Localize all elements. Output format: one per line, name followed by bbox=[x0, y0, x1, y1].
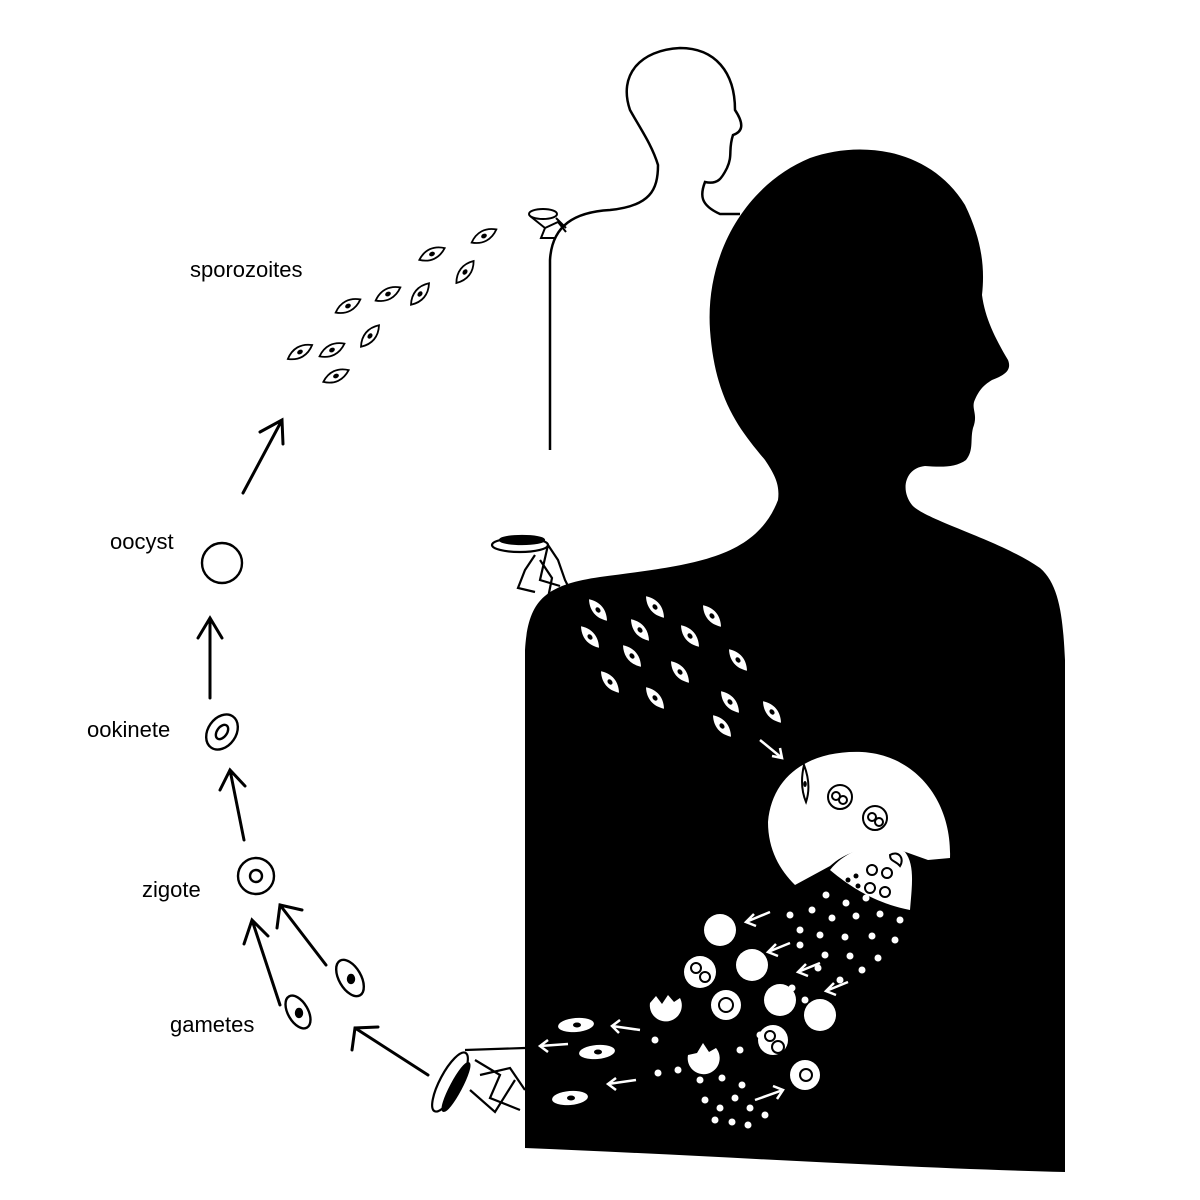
liver bbox=[768, 751, 951, 910]
merozoites bbox=[651, 891, 904, 1129]
label-ookinete: ookinete bbox=[87, 717, 170, 742]
label-gametes: gametes bbox=[170, 1012, 254, 1037]
mosquito-upper bbox=[528, 208, 567, 239]
gametocytes bbox=[552, 1017, 615, 1106]
black-human-silhouette bbox=[525, 149, 1065, 1172]
red-blood-cells bbox=[649, 914, 836, 1090]
arrow-to-liver bbox=[759, 739, 784, 760]
label-sporozoites: sporozoites bbox=[190, 257, 303, 282]
oocyst-stage bbox=[200, 541, 244, 585]
cycle-arrows bbox=[196, 417, 430, 1077]
mosquito-arm bbox=[431, 1046, 526, 1114]
ookinete-stage bbox=[204, 713, 240, 751]
label-oocyst: oocyst bbox=[110, 529, 174, 554]
zigote-stage bbox=[236, 856, 276, 896]
blood-arrows bbox=[537, 910, 849, 1102]
outline-human-figure bbox=[548, 46, 743, 450]
mosquito-shoulder bbox=[490, 534, 576, 601]
sporozoites-cluster bbox=[284, 223, 500, 388]
gametes-stage bbox=[284, 958, 366, 1030]
label-zigote: zigote bbox=[142, 877, 201, 902]
